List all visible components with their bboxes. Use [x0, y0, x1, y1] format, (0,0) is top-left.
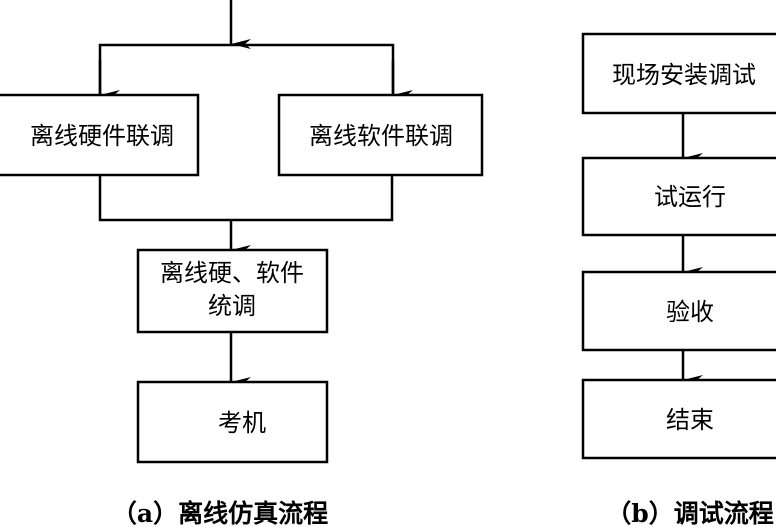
caption-a: （a）离线仿真流程 — [112, 499, 328, 527]
node-software-box — [277, 93, 484, 177]
caption-b: （b）调试流程 — [606, 499, 773, 527]
node-software-label: 离线软件联调 — [309, 122, 453, 150]
diagram-b: 现场安装调试 试运行 验收 结束 （b）调试流程 — [581, 32, 776, 527]
node-accept-box — [581, 270, 776, 352]
node-install-label: 现场安装调试 — [612, 61, 756, 89]
node-joint-box — [136, 248, 329, 334]
diagram-a: 离线硬件联调 离线软件联调 离线硬、软件 统调 考机 （a）离线仿真流程 — [0, 0, 484, 527]
node-exam-box — [136, 380, 329, 464]
split-connector — [98, 43, 395, 95]
node-accept-label: 验收 — [666, 298, 714, 326]
node-hardware-box — [0, 93, 200, 177]
node-joint-label-line2: 统调 — [208, 292, 256, 320]
node-end-box — [581, 378, 776, 460]
node-trial-box — [581, 156, 776, 237]
node-end-label: 结束 — [666, 406, 714, 434]
merge-connector — [98, 175, 394, 222]
node-hardware-label: 离线硬件联调 — [30, 122, 174, 150]
node-exam-label: 考机 — [218, 409, 266, 437]
node-install-box — [581, 32, 776, 115]
node-trial-label: 试运行 — [654, 183, 726, 211]
node-joint-label-line1: 离线硬、软件 — [160, 259, 304, 287]
